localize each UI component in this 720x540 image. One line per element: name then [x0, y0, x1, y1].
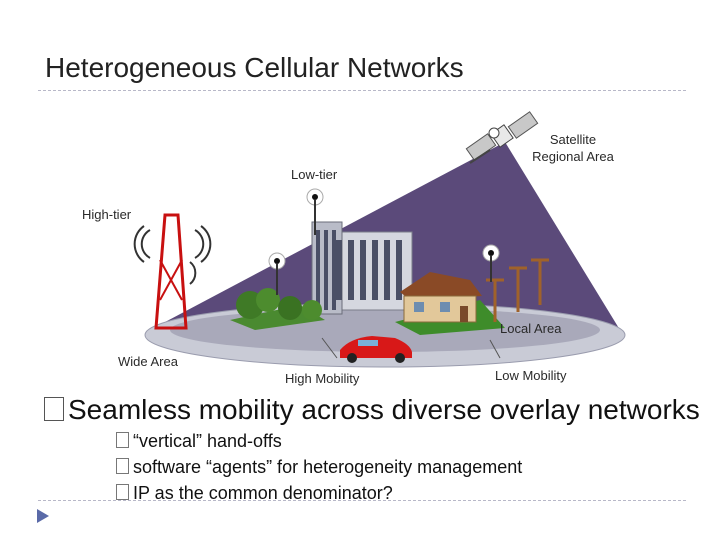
satellite-label-line2: Regional Area	[532, 149, 614, 164]
satellite-label-line1: Satellite	[549, 132, 597, 147]
sub-bullet-text: “vertical” hand-offs	[133, 431, 282, 451]
house-icon	[400, 272, 482, 323]
footer-divider	[38, 500, 686, 501]
tree-icon	[236, 288, 322, 320]
bullet-icon	[44, 397, 64, 421]
high-tier-label: High-tier	[82, 207, 132, 222]
next-slide-icon[interactable]	[36, 508, 50, 524]
cell-tower-icon	[133, 213, 212, 330]
high-mobility-label: High Mobility	[285, 371, 360, 386]
sub-bullet: “vertical” hand-offs	[116, 431, 282, 452]
bullet-icon	[116, 458, 129, 474]
main-bullet: Seamless mobility across diverse overlay…	[44, 394, 700, 426]
office-building-icon	[311, 221, 413, 315]
sub-bullet-text: IP as the common denominator?	[133, 483, 393, 503]
satellite-icon	[465, 111, 539, 164]
main-bullet-text: Seamless mobility across diverse overlay…	[68, 394, 700, 425]
sub-bullet-text: software “agents” for heterogeneity mana…	[133, 457, 523, 477]
low-tier-label: Low-tier	[291, 167, 338, 182]
sub-bullet: software “agents” for heterogeneity mana…	[116, 457, 522, 478]
sub-bullet: IP as the common denominator?	[116, 483, 393, 504]
bullet-icon	[116, 484, 129, 500]
title-divider	[38, 90, 686, 91]
bullet-icon	[116, 432, 129, 448]
utility-pole-icon	[486, 258, 549, 322]
low-mobility-label: Low Mobility	[495, 368, 567, 383]
car-icon	[340, 336, 412, 363]
satellite-label: Satellite Regional Area	[528, 131, 618, 165]
slide-title: Heterogeneous Cellular Networks	[45, 52, 464, 83]
local-area-label: Local Area	[500, 321, 562, 336]
wide-area-label: Wide Area	[118, 354, 178, 369]
antenna-icon	[268, 188, 500, 295]
